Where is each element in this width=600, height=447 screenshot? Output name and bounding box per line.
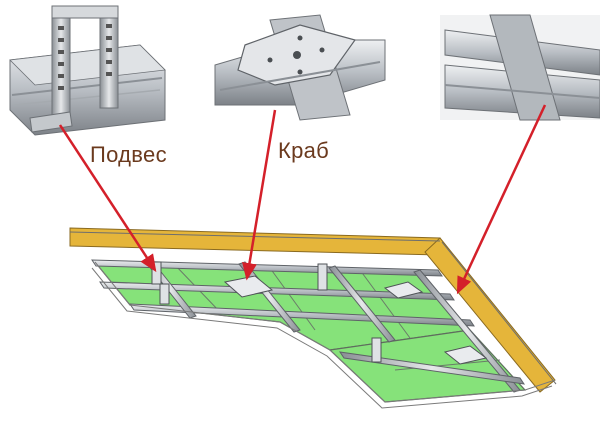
crab-arrow — [242, 109, 277, 281]
profile-photo — [440, 14, 600, 121]
crab-photo — [214, 14, 386, 121]
hanger-photo — [9, 5, 166, 136]
profile-arrow — [456, 104, 547, 295]
crab-label: Краб — [278, 138, 330, 163]
ceiling-assembly — [69, 227, 557, 409]
hanger-label: Подвес — [90, 142, 167, 167]
hanger-arrow — [58, 124, 157, 273]
pointer-arrows — [58, 104, 547, 295]
